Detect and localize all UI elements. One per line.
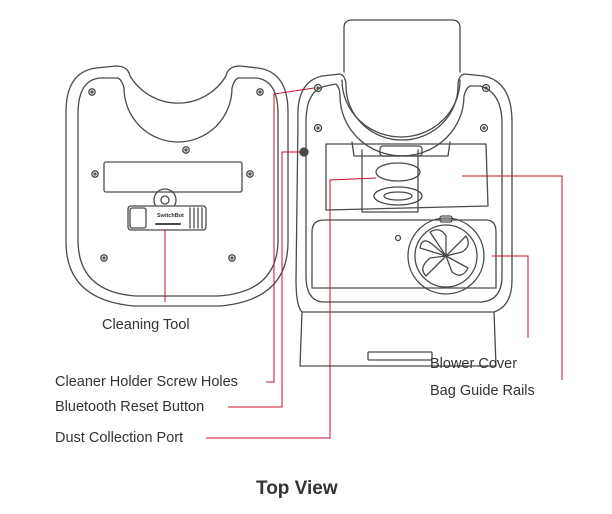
dust-collection-port bbox=[351, 141, 451, 213]
label-screw-holes: Cleaner Holder Screw Holes bbox=[55, 374, 238, 390]
tube-opening bbox=[341, 79, 461, 138]
brand-mark: SwitchBot bbox=[157, 213, 184, 219]
base-outline bbox=[295, 73, 513, 367]
base-foot-tab bbox=[367, 351, 433, 361]
lid-slot bbox=[103, 161, 243, 193]
leader-bag-rails bbox=[492, 255, 529, 338]
inner-chamber bbox=[325, 143, 489, 211]
lid-outline bbox=[65, 65, 289, 307]
lid-underside bbox=[65, 65, 289, 307]
lid-inner-outline bbox=[77, 77, 279, 297]
label-dust-port: Dust Collection Port bbox=[55, 430, 184, 446]
leader-bt-reset bbox=[228, 151, 300, 408]
label-blower-cover: Blower Cover bbox=[430, 356, 518, 372]
lid-screw-holes bbox=[88, 88, 264, 262]
blower-cover bbox=[407, 215, 485, 295]
rear-tube bbox=[343, 19, 461, 73]
leader-lines bbox=[164, 87, 563, 439]
base-body bbox=[295, 19, 513, 367]
label-bag-rails: Bag Guide Rails bbox=[430, 383, 535, 399]
cleaning-tool bbox=[127, 205, 207, 231]
diagram-title: Top View bbox=[256, 478, 338, 499]
leader-blower-cover bbox=[462, 175, 563, 380]
base-screw-holes bbox=[313, 83, 491, 242]
label-cleaning-tool: Cleaning Tool bbox=[102, 317, 190, 333]
bluetooth-reset-button bbox=[299, 147, 309, 157]
label-bt-reset: Bluetooth Reset Button bbox=[55, 399, 205, 415]
leader-dust-port bbox=[206, 177, 377, 439]
leader-screw-holes bbox=[266, 87, 315, 383]
base-inner-outline bbox=[305, 83, 503, 303]
